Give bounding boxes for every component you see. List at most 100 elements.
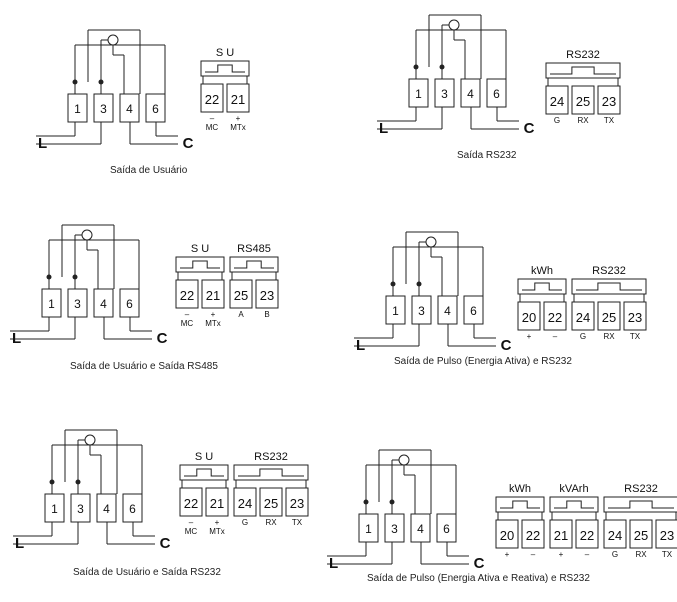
terminal-sublabel: – <box>185 310 190 319</box>
pulse-waveform-icon <box>500 500 540 509</box>
terminal-sublabel: G <box>612 550 618 559</box>
terminal-sublabel: G <box>580 332 586 341</box>
output-terminal-box <box>285 487 309 517</box>
group-header-label: S U <box>191 243 209 255</box>
group-header-label: RS232 <box>592 265 626 277</box>
output-terminal-box <box>517 301 541 331</box>
group-header-box <box>517 278 567 295</box>
meter-terminal-label: 6 <box>152 102 159 116</box>
output-terminal-box <box>229 279 253 309</box>
line-label-l: L <box>12 330 21 347</box>
output-terminal-box <box>549 519 573 549</box>
load-label-c: C <box>474 555 485 572</box>
output-terminal-box <box>571 85 595 115</box>
meter-terminal-label: 3 <box>418 304 425 318</box>
terminal-sublabel: MTx <box>230 123 246 132</box>
current-coil-icon <box>84 434 96 446</box>
meter-terminal-box <box>41 288 62 318</box>
pulse-waveform-icon <box>554 500 594 509</box>
pulse-waveform-icon <box>180 260 220 269</box>
terminal-sublabel: – <box>531 550 536 559</box>
output-terminal-label: 22 <box>180 288 194 303</box>
group-header-box <box>545 62 621 79</box>
caption-user-output: Saída de Usuário <box>110 165 188 176</box>
meter-terminal-label: 6 <box>443 522 450 536</box>
meter-terminal-label: 1 <box>415 87 422 101</box>
group-header-label: kWh <box>531 265 553 277</box>
caption-user-rs232: Saída de Usuário e Saída RS232 <box>73 567 221 578</box>
line-label-l: L <box>15 535 24 552</box>
line-label-l: L <box>356 337 365 354</box>
terminal-sublabel: TX <box>292 518 303 527</box>
meter-terminal-label: 4 <box>417 522 424 536</box>
output-terminal-box <box>521 519 545 549</box>
meter-terminal-label: 3 <box>100 102 107 116</box>
meter-terminal-box <box>70 493 91 523</box>
output-terminal-label: 22 <box>526 528 540 543</box>
output-terminal-label: 23 <box>290 496 304 511</box>
output-terminal-box <box>259 487 283 517</box>
meter-terminal-box <box>93 93 114 123</box>
meter-terminal-label: 3 <box>77 502 84 516</box>
output-terminal-label: 24 <box>238 496 252 511</box>
pulse-waveform-icon <box>205 64 245 73</box>
group-header-box <box>571 278 647 295</box>
meter-terminal-label: 6 <box>129 502 136 516</box>
output-terminal-label: 21 <box>231 92 245 107</box>
group-header-label: S U <box>216 47 234 59</box>
meter-terminal-label: 3 <box>441 87 448 101</box>
output-terminal-label: 22 <box>184 496 198 511</box>
pulse-waveform-icon <box>608 500 674 509</box>
terminal-sublabel: – <box>189 518 194 527</box>
output-terminal-label: 20 <box>522 310 536 325</box>
meter-terminal-label: 1 <box>392 304 399 318</box>
meter-terminal-label: 3 <box>74 297 81 311</box>
current-coil-icon <box>398 454 410 466</box>
current-coil-icon <box>81 229 93 241</box>
output-terminal-box <box>623 301 647 331</box>
caption-user-rs485: Saída de Usuário e Saída RS485 <box>70 361 218 372</box>
meter-terminal-box <box>408 78 429 108</box>
load-label-c: C <box>157 330 168 347</box>
group-header-box <box>175 256 225 273</box>
output-terminal-box <box>175 279 199 309</box>
group-header-label: RS232 <box>624 483 658 495</box>
line-label-l: L <box>379 120 388 137</box>
meter-terminal-box <box>384 513 405 543</box>
group-header-box <box>549 496 599 513</box>
caption-pulse-active-rs232: Saída de Pulso (Energia Ativa) e RS232 <box>394 356 572 367</box>
meter-terminal-box <box>358 513 379 543</box>
group-header-label: RS232 <box>566 49 600 61</box>
terminal-sublabel: RX <box>577 116 589 125</box>
terminal-sublabel: TX <box>662 550 673 559</box>
meter-terminal-label: 6 <box>126 297 133 311</box>
load-label-c: C <box>183 135 194 152</box>
output-terminal-label: 20 <box>500 528 514 543</box>
meter-terminal-label: 1 <box>74 102 81 116</box>
output-terminal-label: 22 <box>205 92 219 107</box>
group-header-label: S U <box>195 451 213 463</box>
output-terminal-box <box>495 519 519 549</box>
output-terminal-box <box>255 279 279 309</box>
current-coil-icon <box>448 19 460 31</box>
terminal-sublabel: + <box>215 518 220 527</box>
pulse-waveform-icon <box>550 66 616 75</box>
terminal-sublabel: MC <box>185 527 198 536</box>
output-terminal-label: 21 <box>210 496 224 511</box>
output-terminal-label: 25 <box>264 496 278 511</box>
pulse-waveform-icon <box>184 468 224 477</box>
output-terminal-label: 21 <box>554 528 568 543</box>
output-terminal-box <box>226 83 250 113</box>
output-terminal-box <box>571 301 595 331</box>
terminal-sublabel: MTx <box>205 319 221 328</box>
pulse-waveform-icon <box>238 468 304 477</box>
